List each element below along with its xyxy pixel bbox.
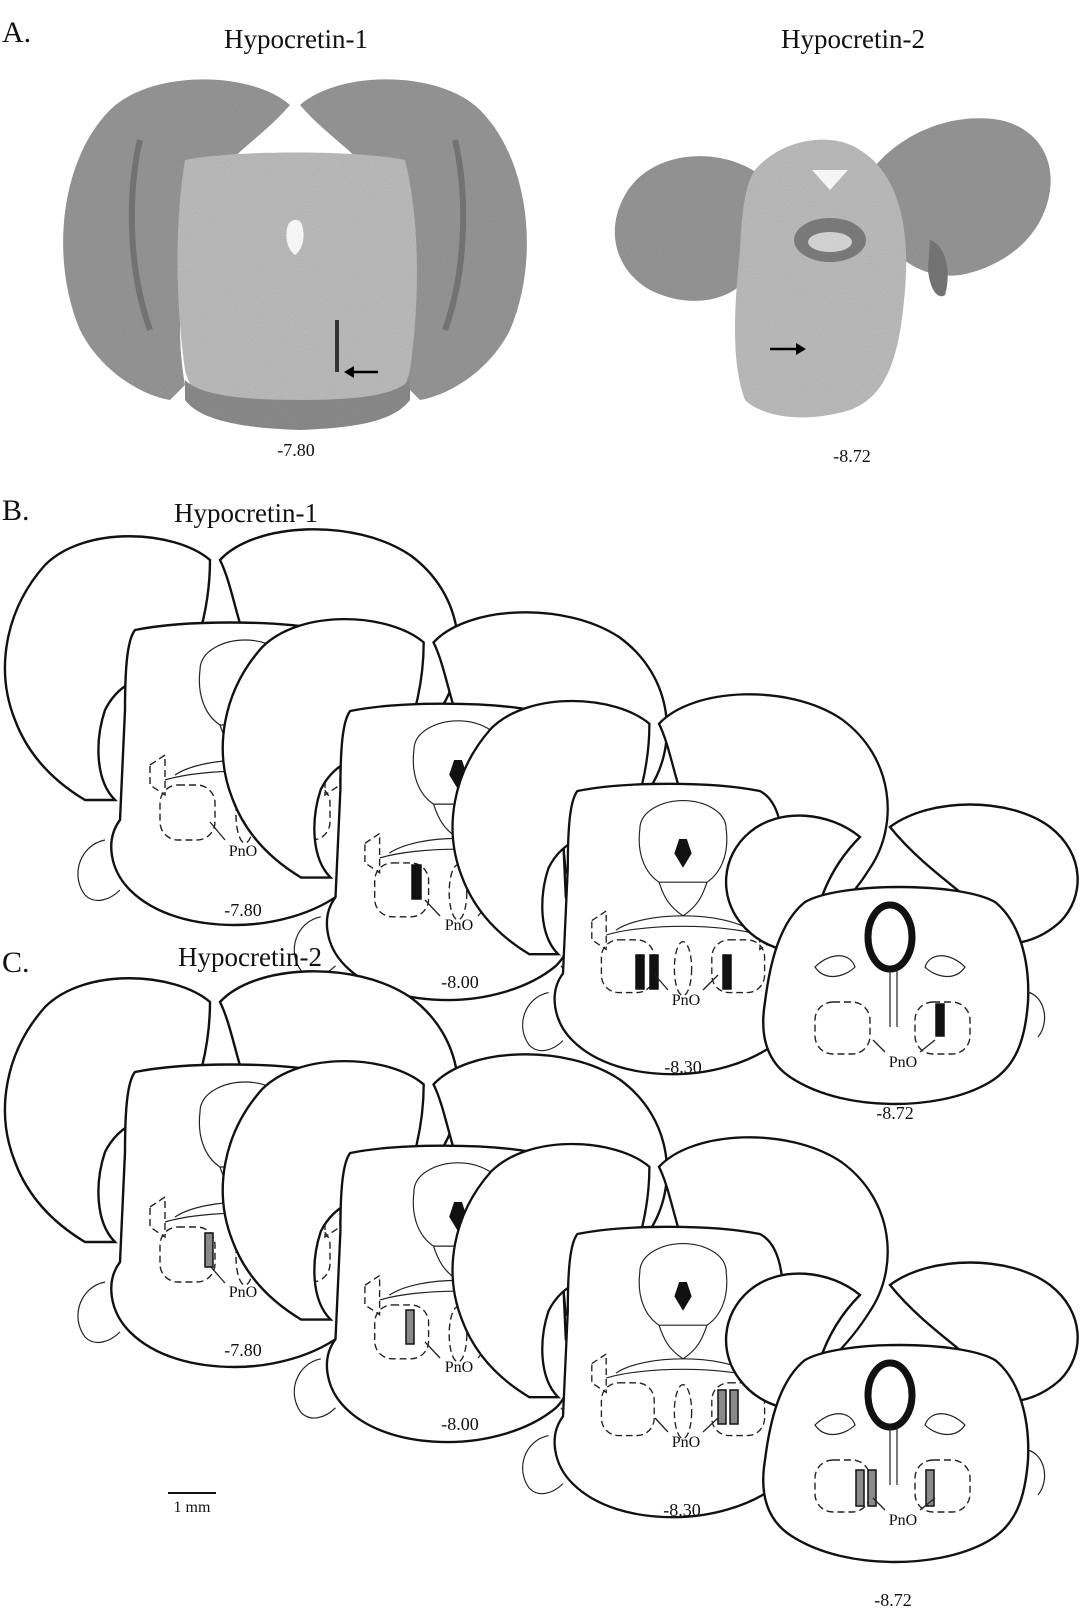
panel-b-section-3-coordinate: -8.30 [664, 1057, 702, 1077]
panel-c-section-2-coordinate: -8.00 [441, 1414, 479, 1434]
panel-b-section-3-region: PnO [672, 992, 700, 1009]
panel-a-coordinate-right: -8.72 [833, 446, 871, 466]
panel-c-section-4-coordinate: -8.72 [874, 1590, 912, 1610]
panel-c-section-3-cannula-a [718, 1390, 726, 1424]
panel-c-section-4-cannula-a [856, 1470, 864, 1506]
panel-b-section-2-region: PnO [445, 917, 473, 934]
scale-bar-label: 1 mm [174, 1499, 211, 1516]
panel-a-letter: A. [2, 16, 31, 49]
panel-b-title: Hypocretin-1 [174, 498, 318, 528]
panel-b-section-4-cannula-a [936, 1004, 944, 1036]
panel-b-section-3-cannula-c [723, 955, 731, 989]
panel-b-section-2-cannula-a [412, 865, 421, 899]
panel-c-section-3-region: PnO [672, 1434, 700, 1451]
panel-c-section-1-cannula-a [205, 1233, 213, 1267]
panel-b-section-4: PnO -8.72 [726, 805, 1078, 1124]
panel-a-coordinate-left: -7.80 [277, 440, 315, 460]
panel-b-letter: B. [2, 494, 30, 527]
panel-c-section-3-cannula-b [730, 1390, 738, 1424]
cannula-track-left [335, 320, 339, 372]
panel-b-section-3-cannula-b [650, 955, 658, 989]
panel-b-section-4-region: PnO [889, 1054, 917, 1071]
panel-c-section-4: PnO -8.72 [726, 1263, 1078, 1611]
panel-b-section-3-cannula-a [636, 955, 644, 989]
panel-c-section-1-coordinate: -7.80 [224, 1340, 262, 1360]
panel-c-section-3-coordinate: -8.30 [663, 1500, 701, 1520]
panel-c-section-4-cannula-c [926, 1470, 934, 1506]
panel-a-title-left: Hypocretin-1 [224, 24, 368, 54]
panel-c-section-2-region: PnO [445, 1359, 473, 1376]
panel-c-section-2-cannula-a [406, 1310, 414, 1344]
panel-c-section-1-region: PnO [229, 1284, 257, 1301]
panel-b-section-1-region: PnO [229, 843, 257, 860]
panel-c-title: Hypocretin-2 [178, 942, 322, 972]
histology-section-hypocretin-2 [615, 118, 1051, 417]
panel-a-title-right: Hypocretin-2 [781, 24, 925, 54]
panel-c-letter: C. [2, 946, 30, 979]
panel-b-section-2-coordinate: -8.00 [441, 972, 479, 992]
panel-b-section-1-coordinate: -7.80 [224, 900, 262, 920]
panel-c-section-4-region: PnO [889, 1512, 917, 1529]
panel-b-section-4-coordinate: -8.72 [876, 1103, 914, 1123]
histology-section-hypocretin-1 [63, 79, 527, 430]
